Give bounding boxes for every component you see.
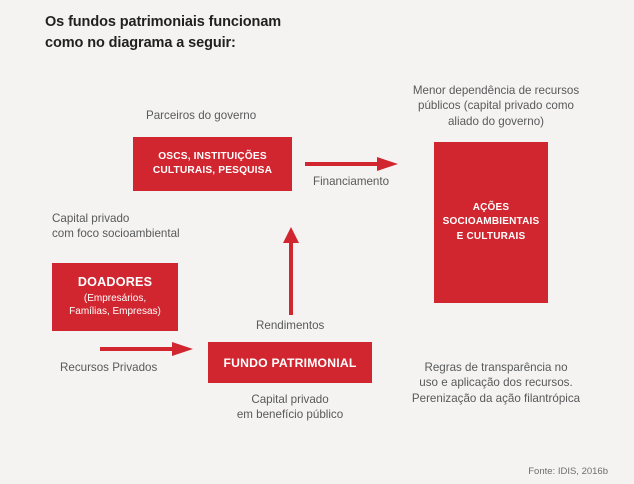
box-acoes-socioambientais: AÇÕES SOCIOAMBIENTAIS E CULTURAIS (434, 142, 548, 303)
page-title-line2: como no diagrama a seguir: (45, 34, 236, 51)
label-recursos-privados: Recursos Privados (60, 360, 157, 375)
label-regras-transparencia: Regras de transparência no uso e aplicaç… (396, 360, 596, 406)
arrow-rendimentos-icon (283, 227, 299, 315)
label-rendimentos: Rendimentos (256, 318, 324, 333)
box-fundo-patrimonial: FUNDO PATRIMONIAL (208, 342, 372, 383)
label-parceiros-do-governo: Parceiros do governo (146, 108, 256, 123)
arrow-financiamento-icon (305, 157, 398, 171)
page-title: Os fundos patrimoniais funcionam como no… (45, 12, 445, 53)
label-capital-privado-line1: Capital privado (52, 212, 130, 225)
label-menor-line3: aliado do governo) (447, 114, 545, 128)
box-doadores-sub-line1: (Empresários, (83, 293, 147, 305)
page-title-line1: Os fundos patrimoniais funcionam (45, 14, 282, 30)
label-financiamento-text: Financiamento (313, 175, 390, 188)
label-capital-beneficio-line1: Capital privado (251, 393, 329, 406)
source-caption: Fonte: IDIS, 2016b (528, 466, 608, 477)
label-regras-line3: Perenização da ação filantrópica (411, 391, 581, 405)
box-acoes-line2: SOCIOAMBIENTAIS (442, 216, 540, 228)
box-doadores-sublabel: (Empresários, Famílias, Empresas) (69, 293, 161, 318)
label-financiamento: Financiamento (313, 174, 389, 189)
box-acoes-label: AÇÕES SOCIOAMBIENTAIS E CULTURAIS (443, 201, 540, 244)
box-fundo-label: FUNDO PATRIMONIAL (223, 355, 357, 370)
label-capital-beneficio-publico: Capital privado em benefício público (222, 392, 358, 423)
label-recursos-privados-text: Recursos Privados (60, 361, 158, 374)
label-menor-line1: Menor dependência de recursos (412, 84, 580, 97)
box-acoes-line1: AÇÕES (472, 202, 510, 214)
label-capital-privado-line2: com foco socioambiental (52, 227, 180, 241)
box-acoes-line3: E CULTURAIS (456, 230, 526, 242)
arrow-recursos-privados-icon (100, 342, 193, 356)
box-doadores-label: DOADORES (77, 275, 153, 290)
label-menor-dependencia: Menor dependência de recursos públicos (… (392, 83, 600, 129)
box-oscs-instituicoes: OSCS, INSTITUIÇÕES CULTURAIS, PESQUISA (133, 137, 292, 191)
box-doadores: DOADORES (Empresários, Famílias, Empresa… (52, 263, 178, 331)
box-doadores-sub-line2: Famílias, Empresas) (69, 305, 161, 317)
label-capital-beneficio-line2: em benefício público (236, 408, 344, 422)
label-menor-line2: públicos (capital privado como (418, 99, 574, 113)
label-parceiros-text: Parceiros do governo (146, 109, 257, 122)
label-rendimentos-text: Rendimentos (256, 319, 325, 332)
label-regras-line1: Regras de transparência no (424, 361, 568, 374)
label-regras-line2: uso e aplicação dos recursos. (419, 376, 573, 390)
label-capital-privado-foco: Capital privado com foco socioambiental (52, 211, 180, 242)
box-oscs-label: OSCS, INSTITUIÇÕES CULTURAIS, PESQUISA (152, 151, 273, 176)
